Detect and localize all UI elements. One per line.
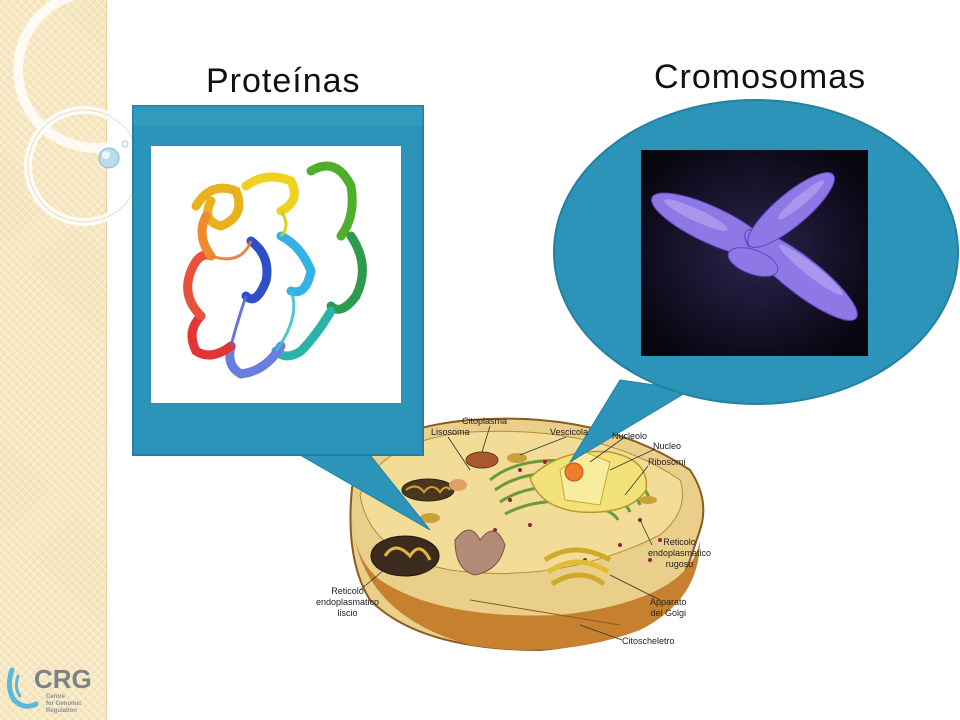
crg-logo-icon	[6, 667, 39, 709]
label-line: endoplasmatico	[648, 548, 712, 558]
chromosome-image	[641, 150, 868, 356]
crg-logo: CRG Centre for Genomic Regulation	[4, 662, 104, 716]
label-line: del Golgi	[650, 608, 687, 618]
label-line: rugoso	[665, 559, 694, 569]
logo-line: for Genomic	[46, 701, 82, 707]
label-vescicola: Vescicola	[550, 427, 589, 437]
label-line: liscio	[337, 608, 358, 618]
label-lisosoma: Lisosoma	[431, 427, 470, 437]
label-line: Reticolo	[331, 586, 364, 596]
logo-initials: CRG	[34, 664, 92, 694]
label-golgi: Apparato del Golgi	[650, 597, 687, 619]
protein-structure-image	[151, 146, 401, 403]
label-nucleo: Nucleo	[653, 441, 682, 451]
label-citoscheletro: Citoscheletro	[622, 636, 675, 646]
animal-cell-diagram	[349, 417, 705, 652]
label-line: Reticolo	[663, 537, 696, 547]
chromosomes-title: Cromosomas	[654, 58, 867, 96]
label-reticolo-liscio: Reticolo endoplasmatico liscio	[316, 586, 379, 619]
label-line: Apparato	[650, 597, 687, 607]
label-reticolo-rugoso: Reticolo endoplasmatico rugoso	[648, 537, 711, 570]
label-ribosomi: Ribosomi	[648, 457, 686, 467]
logo-line: Centre	[46, 694, 66, 700]
logo-line: Regulation	[46, 708, 77, 714]
label-nucleolo: Nucleolo	[612, 431, 648, 441]
proteins-title: Proteínas	[206, 62, 361, 100]
label-citoplasma: Citoplasma	[462, 416, 508, 426]
label-line: endoplasmatico	[316, 597, 380, 607]
logo-name: Centre for Genomic Regulation	[46, 694, 81, 715]
